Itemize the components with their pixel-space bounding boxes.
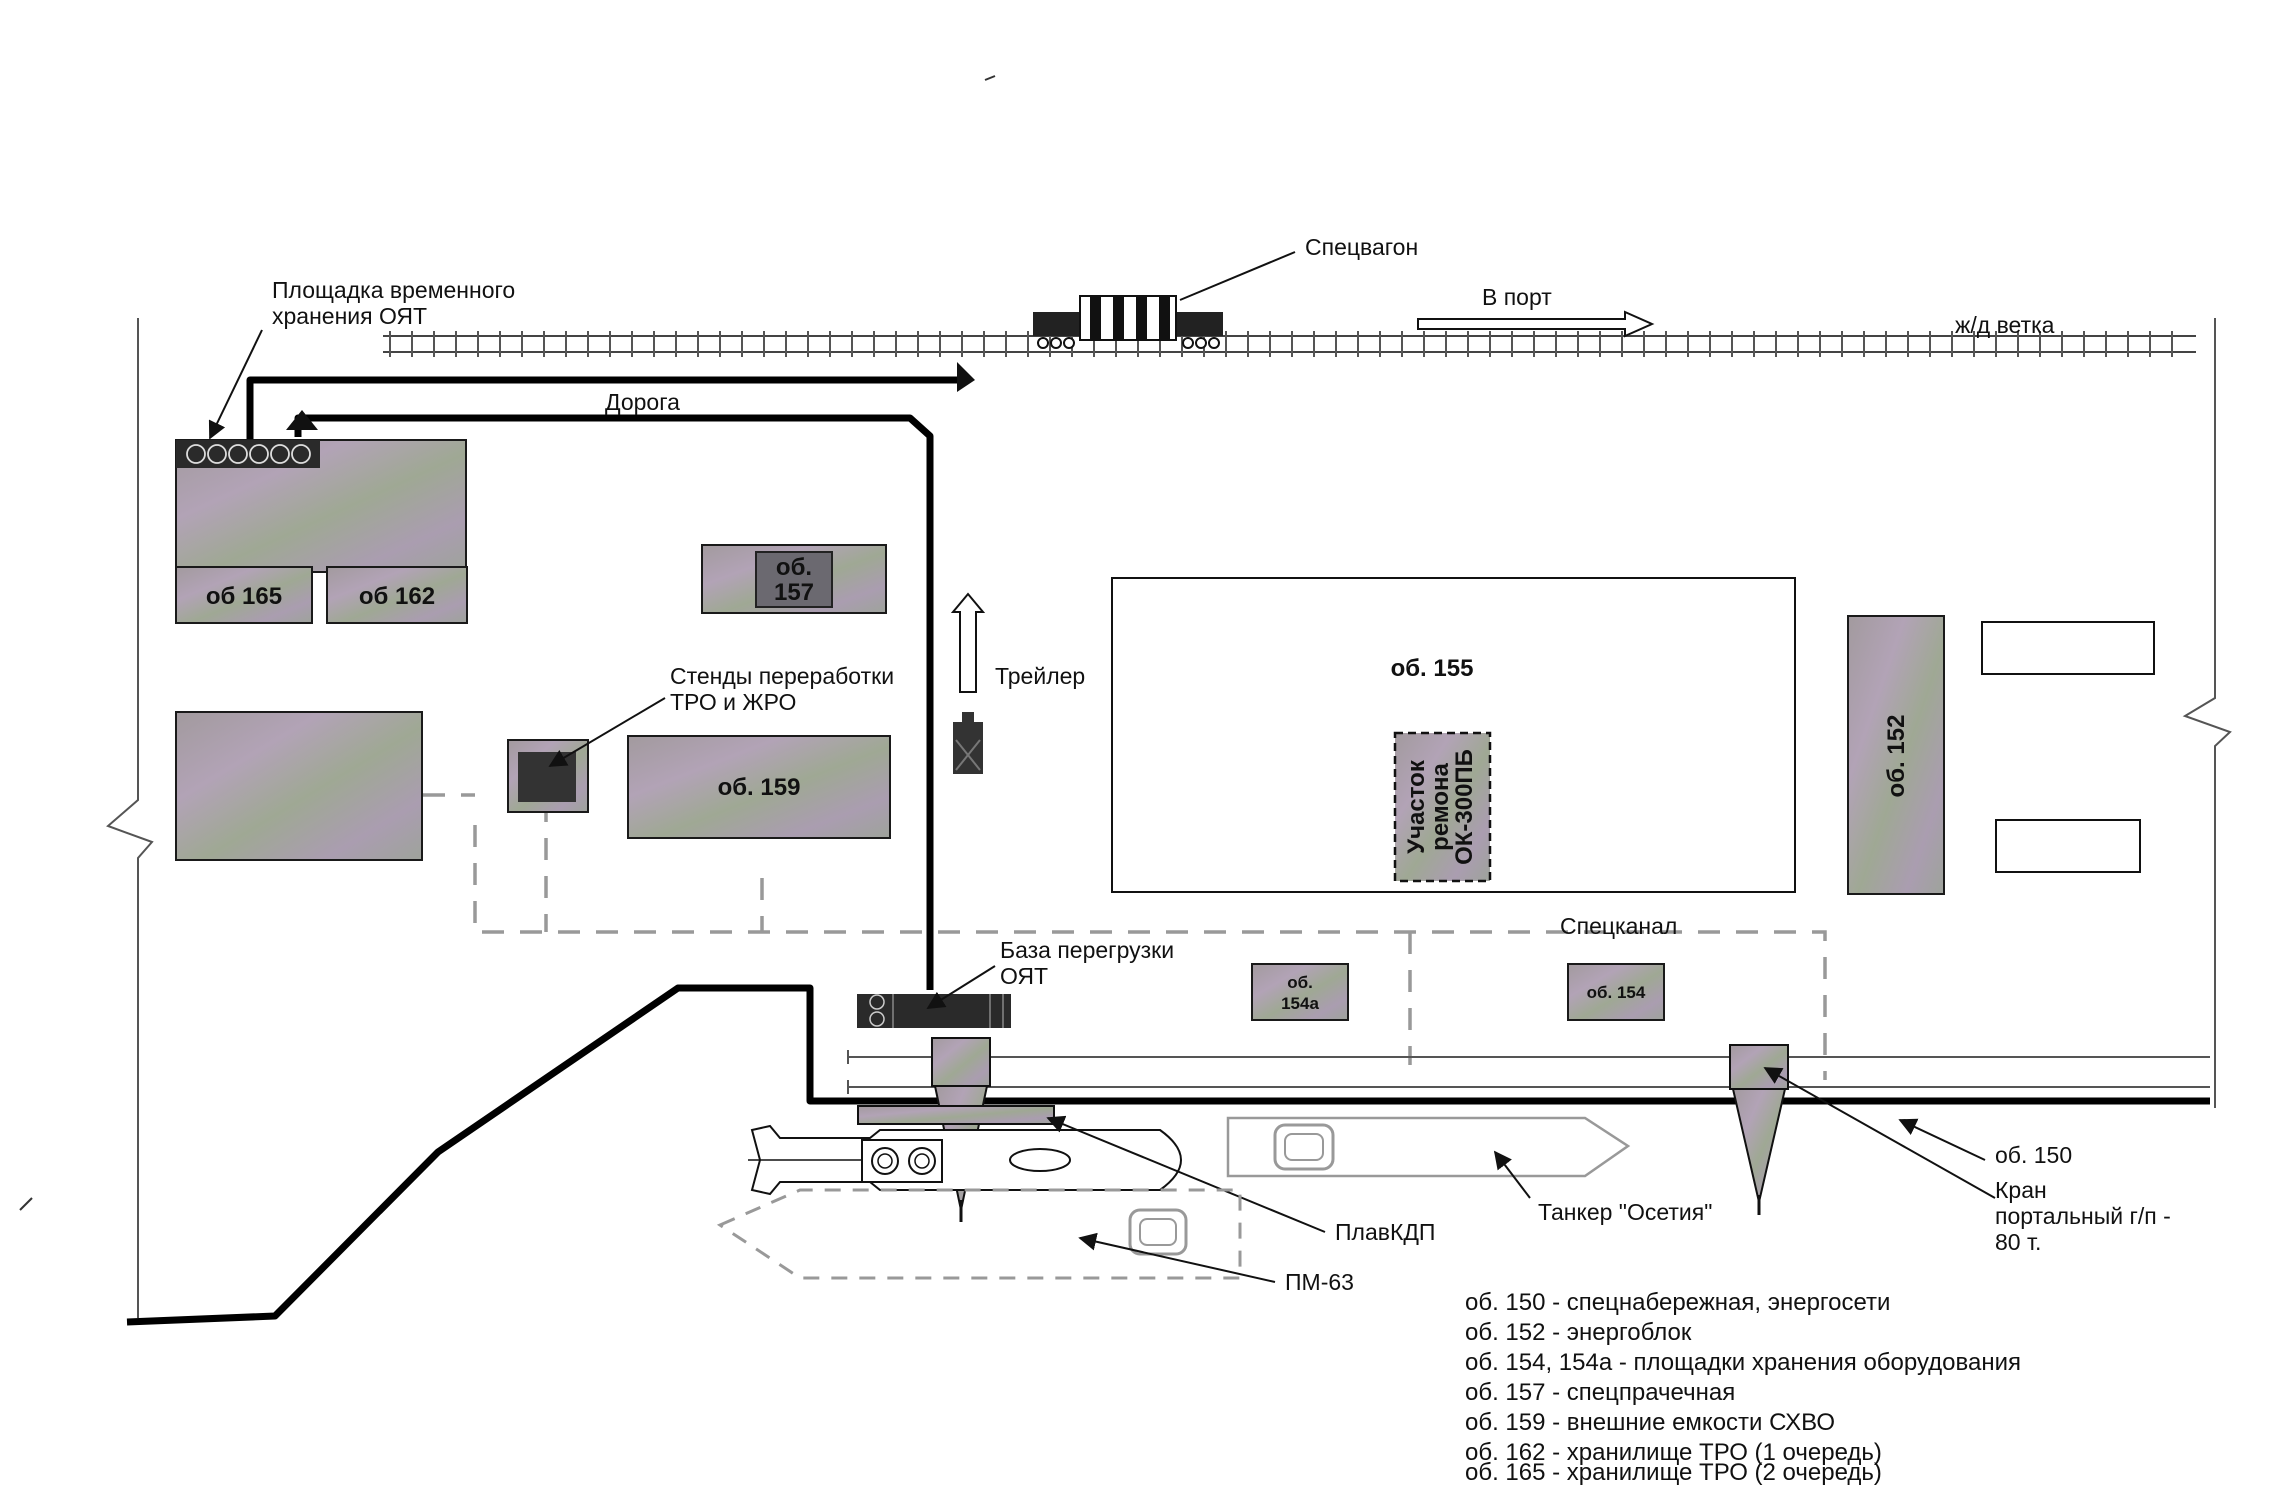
ok300pb-label-group: Участок ремона ОК-300ПБ: [1403, 749, 1478, 865]
stendy-label-line1: Стенды переработки: [670, 663, 894, 689]
pm63-floating-base: [716, 1188, 1242, 1280]
ob152-label: об. 152: [1883, 715, 1910, 798]
portal-crane-right: [1729, 1044, 1789, 1215]
building-162: [326, 566, 468, 624]
baza-label-line2: ОЯТ: [1000, 963, 1048, 989]
spent-fuel-cask: [270, 444, 290, 464]
processing-stands-core: [518, 752, 576, 802]
plavkdp-leader: [1046, 1115, 1326, 1233]
baza-leader: [926, 965, 996, 1009]
spetsvagon-label: Спецвагон: [1305, 234, 1418, 260]
spetsvagon-leader: [1179, 251, 1296, 301]
submarine: [748, 1124, 1182, 1196]
baza-label-line1: База перегрузки: [1000, 937, 1174, 963]
uchastok-label-line2: ремона: [1427, 763, 1454, 851]
pm63-label: ПМ-63: [1285, 1269, 1354, 1295]
building-152: [1847, 615, 1945, 895]
railway-track: [383, 331, 2196, 357]
ok300pb-repair-section: [1393, 731, 1492, 883]
uchastok-label-line1: Участок: [1403, 759, 1430, 854]
transfer-base: [857, 994, 1011, 1028]
site-boundary: [19, 75, 2232, 1318]
ob162-label: об 162: [359, 583, 435, 610]
ob157-label-line2: 157: [774, 579, 814, 606]
temporary-storage-label-line1: Площадка временного: [272, 277, 515, 303]
quay-rails: [847, 1050, 2210, 1094]
tanker-label: Танкер "Осетия": [1538, 1199, 1712, 1225]
uchastok-label-line3: ОК-300ПБ: [1451, 749, 1478, 865]
special-channel: [423, 793, 1827, 1080]
shoreline: [126, 984, 2210, 1326]
road-label: Дорога: [605, 389, 680, 415]
ob159-label: об. 159: [718, 774, 801, 801]
facility-rect-lower: [1995, 819, 2141, 873]
ob154a-label-line2: 154а: [1281, 994, 1319, 1013]
legend-item: об. 162 - хранилище ТРО (1 очередь): [1465, 1439, 1882, 1466]
special-wagon: [1033, 295, 1223, 349]
legend-item: об. 159 - внешние емкости СХВО: [1465, 1409, 1835, 1436]
kran-label-line3: 80 т.: [1995, 1229, 2041, 1255]
temporary-storage-label-line2: хранения ОЯТ: [272, 303, 427, 329]
treyler-label: Трейлер: [995, 663, 1085, 689]
building-154: [1567, 963, 1665, 1021]
legend-item: об. 154, 154а - площадки хранения оборуд…: [1465, 1349, 2021, 1376]
ob150-leader: [1898, 1118, 1986, 1161]
plavkdp-platform: [857, 1105, 1055, 1125]
tanker-osetiya: [1226, 1116, 1631, 1178]
legend: об. 150 - спецнабережная, энергосети об.…: [1465, 1289, 2021, 1485]
building-159: [627, 735, 891, 839]
v-port-label: В порт: [1482, 284, 1552, 310]
spetskanal-label: Спецканал: [1560, 913, 1677, 939]
pm63-leader: [1078, 1232, 1276, 1283]
spent-fuel-cask: [249, 444, 269, 464]
stendy-label-line2: ТРО и ЖРО: [670, 689, 796, 715]
plavkdp-label: ПлавКДП: [1335, 1219, 1435, 1245]
kran-label-line2: портальный г/п -: [1995, 1203, 2171, 1229]
legend-item: об. 157 - спецпрачечная: [1465, 1379, 1735, 1406]
spent-fuel-casks: [186, 444, 311, 464]
ob154a-label-line1: об.: [1287, 973, 1313, 992]
ob155-label: об. 155: [1391, 655, 1474, 682]
legend-item: об. 152 - энергоблок: [1465, 1319, 1692, 1346]
to-port-arrow: [1417, 310, 1655, 338]
facility-rect-upper: [1981, 621, 2155, 675]
ob150-label: об. 150: [1995, 1142, 2072, 1168]
tanker-leader: [1493, 1150, 1531, 1199]
building-165: [175, 566, 313, 624]
temporary-storage-leader: [208, 329, 263, 440]
building-left: [175, 711, 423, 861]
stendy-leader: [548, 697, 666, 767]
ob154-label: об. 154: [1587, 983, 1646, 1002]
spent-fuel-cask: [228, 444, 248, 464]
ob165-label: об 165: [206, 583, 282, 610]
road: [246, 362, 975, 990]
trailer: [950, 592, 986, 774]
railway-branch-label: ж/д ветка: [1955, 312, 2055, 338]
legend-item: об. 165 - хранилище ТРО (2 очередь): [1465, 1459, 1882, 1485]
building-154a: [1251, 963, 1349, 1021]
kran-label-line1: Кран: [1995, 1177, 2047, 1203]
spent-fuel-cask: [186, 444, 206, 464]
legend-item: об. 150 - спецнабережная, энергосети: [1465, 1289, 1890, 1316]
spent-fuel-cask: [291, 444, 311, 464]
spent-fuel-cask: [207, 444, 227, 464]
building-157-core: [755, 551, 833, 608]
ob157-label-line1: об.: [776, 554, 812, 581]
kran-leader: [1763, 1067, 1996, 1199]
